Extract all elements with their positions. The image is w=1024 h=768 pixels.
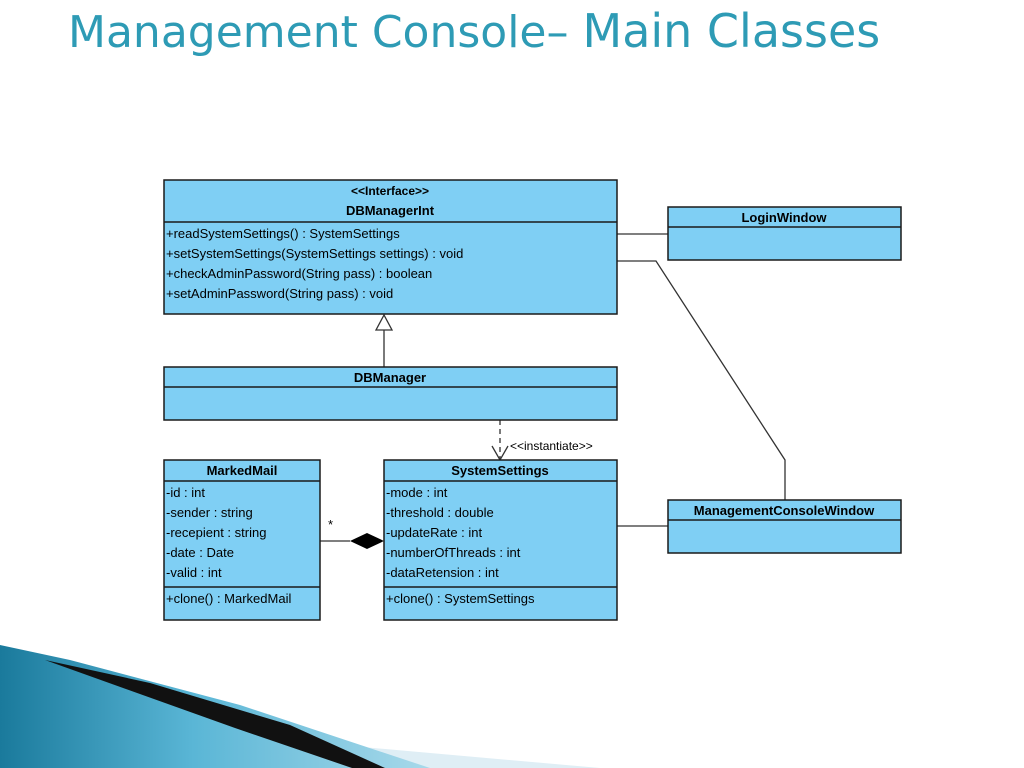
class-systemsettings: SystemSettings -mode : int -threshold : … <box>383 459 618 621</box>
title-part-2: Main Classes <box>582 4 881 58</box>
composition-diamond <box>350 533 384 549</box>
association-managementconsolewindow-top <box>617 260 786 500</box>
instantiate-label: <<instantiate>> <box>510 439 593 453</box>
method-item: +clone() : SystemSettings <box>386 591 535 606</box>
attribute-item: -numberOfThreads : int <box>386 545 521 560</box>
class-name: ManagementConsoleWindow <box>694 503 875 518</box>
composition-multiplicity: * <box>328 517 333 532</box>
class-dbmanager: DBManager <box>163 366 618 421</box>
class-name: SystemSettings <box>451 463 549 478</box>
attribute-item: -dataRetension : int <box>386 565 499 580</box>
class-name: LoginWindow <box>741 210 827 225</box>
class-markedmail: MarkedMail -id : int -sender : string -r… <box>163 459 321 621</box>
realization-arrowhead <box>374 313 394 331</box>
method-item: +clone() : MarkedMail <box>166 591 291 606</box>
method-item: +checkAdminPassword(String pass) : boole… <box>166 266 432 281</box>
page-title: Management Console– Main Classes <box>68 2 880 62</box>
class-name: MarkedMail <box>207 463 278 478</box>
attribute-item: -updateRate : int <box>386 525 483 540</box>
class-name: DBManagerInt <box>346 203 435 218</box>
attribute-item: -mode : int <box>386 485 448 500</box>
class-name: DBManager <box>354 370 426 385</box>
relations: <<instantiate>> * <box>320 233 786 549</box>
attribute-item: -date : Date <box>166 545 234 560</box>
attribute-item: -id : int <box>166 485 205 500</box>
method-item: +setAdminPassword(String pass) : void <box>166 286 393 301</box>
class-loginwindow: LoginWindow <box>667 206 902 261</box>
attribute-item: -threshold : double <box>386 505 494 520</box>
method-item: +setSystemSettings(SystemSettings settin… <box>166 246 463 261</box>
attribute-item: -sender : string <box>166 505 253 520</box>
method-item: +readSystemSettings() : SystemSettings <box>166 226 400 241</box>
attribute-item: -valid : int <box>166 565 222 580</box>
attribute-item: -recepient : string <box>166 525 266 540</box>
title-part-1: Management Console– <box>68 7 569 58</box>
class-stereotype: <<Interface>> <box>351 184 429 198</box>
class-managementconsolewindow: ManagementConsoleWindow <box>667 499 902 554</box>
class-dbmanagerint: <<Interface>> DBManagerInt +readSystemSe… <box>163 179 618 315</box>
